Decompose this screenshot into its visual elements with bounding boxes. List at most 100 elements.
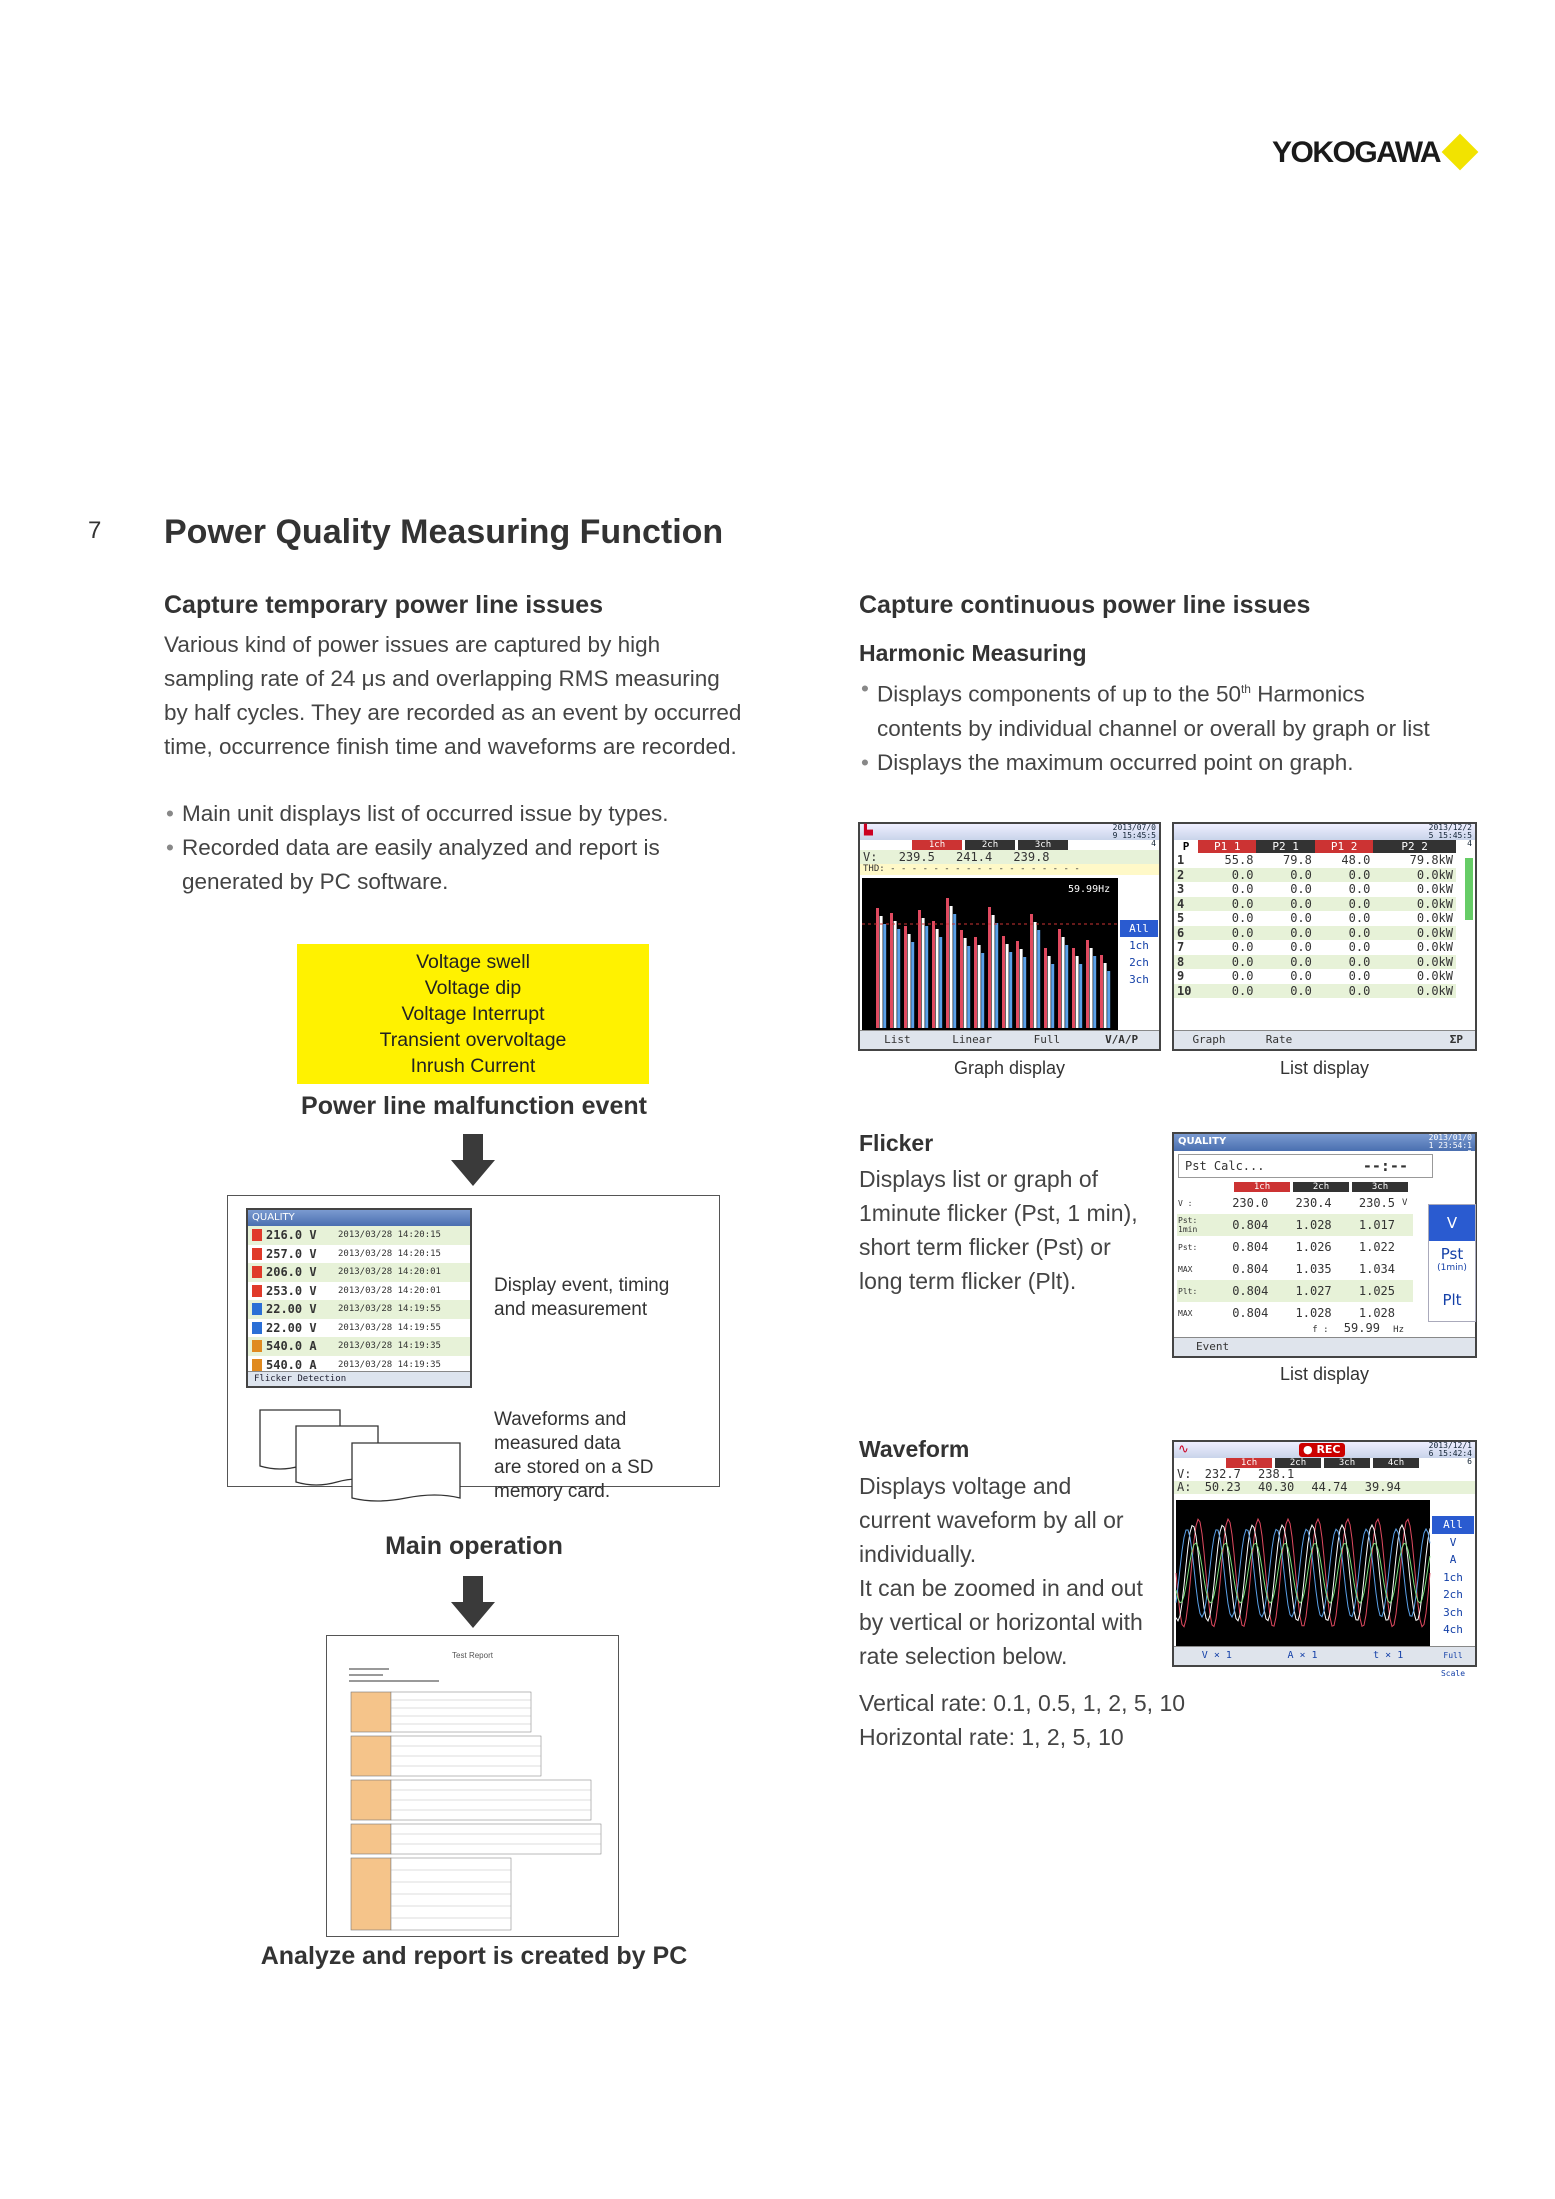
tab-1ch[interactable]: 1ch [1234,1182,1290,1192]
table-cell: 79.8 [1282,853,1312,867]
footer-full-scale[interactable]: Full Scale [1440,1651,1466,1678]
scrollbar[interactable] [1465,858,1473,920]
harmonic-bar [1002,936,1005,1028]
screen-titlebar: ∿ ● REC 2013/12/16 15:42:46 [1174,1442,1475,1466]
side-plt-button[interactable]: Plt [1442,1291,1462,1309]
tab-2ch[interactable]: 2ch [965,840,1015,850]
v-value: 239.8 [1013,850,1050,864]
side-all[interactable]: All [1432,1516,1474,1534]
side-a[interactable]: A [1449,1553,1457,1566]
paragraph-line: time, occurrence finish time and wavefor… [164,734,737,759]
a-value: 39.94 [1364,1480,1401,1494]
footer-time-zoom[interactable]: t × 1 [1373,1650,1404,1661]
table-cell: 0.0 [1348,867,1371,882]
footer-sum-p-button[interactable]: ΣP [1449,1033,1463,1046]
tab-2ch[interactable]: 2ch [1275,1458,1321,1468]
event-type: Voltage dip [424,977,522,999]
main-operation-frame [227,1195,720,1487]
side-all[interactable]: All [1120,920,1158,937]
harmonic-bullets: Displays components of up to the 50th Ha… [859,672,1499,780]
screen-footer: Event [1174,1337,1475,1356]
side-3ch[interactable]: 3ch [1129,973,1149,986]
report-title: Test Report [452,1651,493,1660]
v-value: 232.7 [1204,1467,1241,1481]
side-3ch[interactable]: 3ch [1443,1605,1463,1619]
harmonic-bar [1019,949,1023,1028]
row-unit [1401,1258,1413,1280]
bullet-text: Harmonics [1250,681,1365,707]
footer-rate-button[interactable]: Rate [1265,1033,1293,1046]
screen-titlebar: QUALITY [248,1210,470,1226]
tab-3ch[interactable]: 3ch [1018,840,1068,850]
tab-2ch[interactable]: 2ch [1293,1182,1349,1192]
side-2ch[interactable]: 2ch [1129,956,1149,969]
tab-1ch[interactable]: 1ch [912,840,962,850]
side-4ch[interactable]: 4ch [1443,1623,1463,1636]
harmonic-icon: ▙▖ [864,825,877,836]
calc-timer: --:-- [1362,1157,1408,1175]
page-title: Power Quality Measuring Function [164,513,724,551]
table-cell: 0.0 [1231,867,1254,882]
event-time: 2013/03/28 14:20:01 [338,1267,441,1278]
table-cell: 0.0 [1231,969,1254,983]
event-type-icon [252,1266,262,1279]
footer-event-button[interactable]: Event [1196,1340,1230,1353]
bullet-item: Displays components of up to the 50th Ha… [859,672,1499,712]
table-cell: 0.0 [1290,882,1312,896]
screen-footer: V × 1 A × 1 t × 1 Full Scale [1174,1646,1475,1678]
tab-3ch[interactable]: 3ch [1324,1458,1370,1468]
side-v-button[interactable]: V [1429,1205,1475,1241]
table-cell: 0.0 [1348,882,1371,896]
table-cell: 0.0 [1290,940,1312,954]
tab-3ch[interactable]: 3ch [1352,1182,1408,1192]
footer-full-button[interactable]: Full [1033,1033,1061,1046]
table-cell: 230.5 [1358,1196,1395,1210]
waveform-title: Waveform [859,1436,970,1462]
table-cell: 0.0kW [1416,983,1453,998]
harmonic-bar [967,946,971,1028]
vertical-rate: Vertical rate: 0.1, 0.5, 1, 2, 5, 10 [859,1690,1186,1716]
table-cell: 0.0kW [1416,867,1453,882]
table-cell: 0.0 [1231,882,1254,896]
footer-list-button[interactable]: List [884,1033,911,1046]
side-1ch[interactable]: 1ch [1129,939,1149,952]
table-cell: 55.8 [1224,853,1254,867]
side-v[interactable]: V [1449,1535,1457,1549]
footer-current-zoom[interactable]: A × 1 [1287,1650,1318,1661]
report-caption: Analyze and report is created by PC [260,1942,688,1970]
tab-4ch[interactable]: 4ch [1373,1458,1419,1468]
footer-vap-button[interactable]: V/A/P [1105,1033,1139,1046]
table-cell: 1.028 [1358,1306,1395,1320]
side-1ch[interactable]: 1ch [1443,1570,1463,1584]
calc-label: Pst Calc... [1185,1159,1265,1173]
bullet-continuation-text: generated by PC software. [182,869,449,894]
tab-1ch[interactable]: 1ch [1226,1458,1272,1468]
footer-vertical-zoom[interactable]: V × 1 [1201,1650,1232,1661]
harmonic-bar [953,914,957,1028]
table-cell: 0.0 [1231,911,1254,925]
bullet-item: Recorded data are easily analyzed and re… [164,831,804,865]
flicker-description: Displays list or graph of 1minute flicke… [859,1162,1179,1298]
paragraph-line: by half cycles. They are recorded as an … [164,700,742,725]
side-2ch[interactable]: 2ch [1443,1588,1463,1601]
footer-linear-button[interactable]: Linear [952,1033,992,1046]
op-text-line: Display event, timing [494,1275,670,1296]
footer-graph-button[interactable]: Graph [1192,1033,1226,1046]
description-line: Displays voltage and [859,1473,1072,1499]
harmonic-bar [1023,957,1027,1028]
harmonic-bar [1030,914,1033,1028]
a-value: 40.30 [1258,1480,1295,1494]
op-text-storage: Waveforms and measured data are stored o… [494,1408,653,1504]
harmonic-bar [1089,948,1093,1028]
side-pst-button[interactable]: Pst(1min) [1429,1241,1475,1281]
